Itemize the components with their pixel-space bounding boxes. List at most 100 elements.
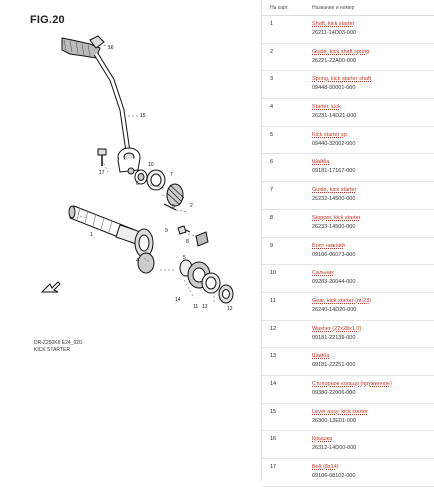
header-position: На карт.	[270, 4, 289, 11]
callout-11: 11	[193, 304, 198, 310]
part-number: 26233-14500-000	[312, 223, 356, 230]
spring-drawing	[163, 183, 185, 211]
table-row: 9 Болт нижний 09106-06073-000	[262, 238, 434, 266]
row-info: Guide, kick starter 26232-14500-000	[304, 182, 434, 209]
part-name-link[interactable]: Крышка	[312, 436, 333, 443]
part-name-link[interactable]: Bolt (8x14)	[312, 464, 339, 470]
row-info: Stopper, kick starter 26233-14500-000	[304, 210, 434, 237]
row-info: Сальник 09283-20044-000	[304, 265, 434, 292]
part-number: 09380-22006-000	[312, 389, 356, 396]
row-position: 4	[270, 104, 274, 111]
part-number: 09181-17167-000	[312, 168, 356, 175]
part-name-link[interactable]: Washer (22x28x1.0)	[312, 325, 362, 332]
part-name-link[interactable]: Болт нижний	[312, 242, 345, 249]
row-position: 5	[270, 131, 274, 138]
part-number: 26232-14500-000	[312, 196, 356, 203]
part-number: 09181-22139-000	[312, 334, 356, 341]
table-row: 12 Washer (22x28x1.0) 09181-22139-000	[262, 321, 434, 349]
row-position: 3	[270, 76, 274, 83]
figure-name: KICK STARTER	[34, 347, 70, 353]
row-info: Стопорное кольцо (пружинное) 09380-22006-…	[304, 376, 434, 403]
parts-table-header: На карт. Название и номер	[262, 0, 434, 16]
callout-13: 13	[202, 304, 208, 310]
part-name-link[interactable]: Сальник	[312, 270, 334, 277]
row-position: 14	[270, 380, 277, 387]
part-name-link[interactable]: Spring, kick starter shaft	[312, 76, 371, 83]
callout-17: 17	[99, 170, 105, 176]
row-info: Болт нижний 09106-06073-000	[304, 238, 434, 265]
table-row: 11 Gear, kick starter (nt:23) 26240-14D20-…	[262, 293, 434, 321]
row-info: Шайба 09181-17167-000	[304, 154, 434, 181]
part-number: 09283-20044-000	[312, 279, 356, 286]
bolt-drawing	[97, 148, 107, 166]
callout-6: 6	[136, 181, 139, 187]
table-row: 14 Стопорное кольцо (пружинное) 09380-2200…	[262, 376, 434, 404]
part-number: 26221-22A00-000	[312, 57, 357, 64]
part-number: 26240-14D20-000	[312, 306, 357, 313]
parts-diagram-panel: FIG.20	[30, 0, 262, 481]
part-name-link[interactable]: Shaft, kick starter	[312, 21, 355, 27]
row-position: 8	[270, 214, 274, 221]
row-position: 7	[270, 187, 274, 194]
table-row: 8 Stopper, kick starter 26233-14500-000	[262, 210, 434, 238]
seal-drawing	[134, 169, 166, 191]
table-row: 7 Guide, kick starter 26232-14500-000	[262, 182, 434, 210]
cap-drawing	[89, 35, 105, 49]
callout-16: 16	[108, 45, 114, 51]
table-row: 5 Kick starter sp 09440-32002-000	[262, 127, 434, 155]
part-name-link[interactable]: Gear, kick starter (nt:23)	[312, 297, 371, 304]
callout-2: 2	[190, 203, 193, 209]
part-name-link[interactable]: Шайба	[312, 159, 330, 166]
row-info: Washer (22x28x1.0) 09181-22139-000	[304, 321, 434, 348]
part-name-link[interactable]: Kick starter sp	[312, 131, 347, 138]
part-name-link[interactable]: Stopper, kick starter	[312, 214, 361, 221]
row-position: 13	[270, 353, 277, 360]
part-name-link[interactable]: Guide, kick shaft spring	[312, 48, 370, 55]
callout-10: 10	[148, 162, 154, 168]
row-info: Guide, kick shaft spring 26221-22A00-000	[304, 44, 434, 71]
stopper-drawing	[177, 225, 209, 247]
row-position: 10	[270, 270, 277, 277]
part-name-link[interactable]: Шайба	[312, 353, 330, 360]
part-name-link[interactable]: Guide, kick starter	[312, 187, 357, 194]
part-name-link[interactable]: Starter, kick	[312, 104, 341, 111]
callout-4: 4	[136, 258, 139, 264]
row-position: 11	[270, 297, 276, 304]
part-name-link[interactable]: Стопорное кольцо (пружинное)	[312, 380, 392, 387]
kick-starter-gear-drawing	[134, 228, 155, 274]
callout-1: 1	[90, 232, 93, 238]
gear-stack-drawing	[179, 259, 234, 304]
kick-starter-exploded-diagram: 16 15 17 1 6 10 7 3 2 9 8 4 5 11 12 13 1…	[40, 35, 234, 312]
row-position: 9	[270, 242, 274, 249]
part-number: 09440-32002-000	[312, 140, 356, 147]
part-number: 09106-06073-000	[312, 251, 356, 258]
figure-code: DR-Z250K6 E24_020	[34, 340, 82, 346]
figure-title: FIG.20	[30, 14, 65, 26]
row-position: 12	[270, 325, 277, 332]
callout-5: 5	[183, 255, 186, 261]
header-name: Название и номер	[312, 4, 355, 11]
callout-3: 3	[172, 204, 175, 210]
part-name-link[interactable]: Lever assy, kick starter	[312, 408, 368, 415]
row-info: Bolt (8x14)09106-08102-000	[304, 459, 434, 486]
row-info: Kick starter sp 09440-32002-000	[304, 127, 434, 154]
callout-14: 14	[175, 297, 181, 303]
row-position: 15	[270, 408, 277, 415]
callout-12: 12	[227, 306, 233, 312]
row-info: Gear, kick starter (nt:23) 26240-14D20-00…	[304, 293, 434, 320]
